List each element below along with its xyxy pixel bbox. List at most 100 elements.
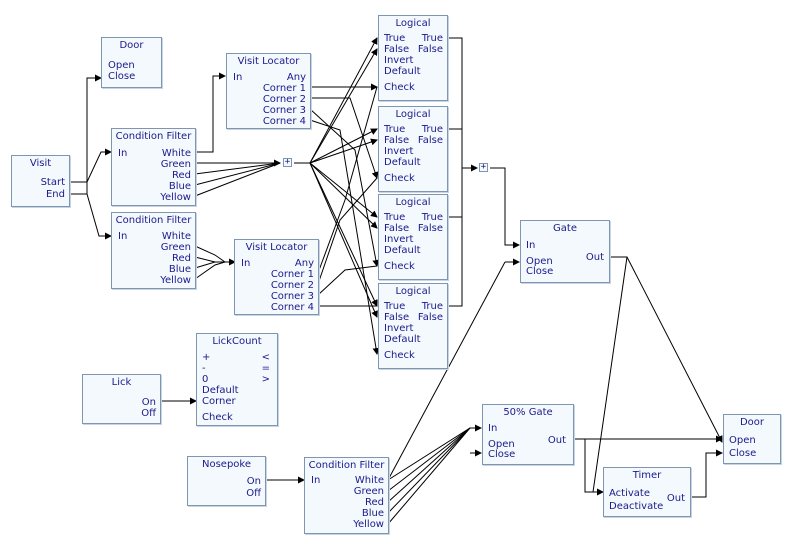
port-check[interactable]: Check (384, 82, 415, 93)
port-false-in[interactable]: False (384, 223, 410, 234)
port-yellow[interactable]: Yellow (353, 519, 384, 530)
port-equal[interactable]: = (261, 363, 270, 374)
port-check[interactable]: Check (384, 173, 415, 184)
port-invert[interactable]: Invert (384, 234, 414, 245)
port-out[interactable]: Out (585, 252, 604, 263)
port-on[interactable]: On (246, 476, 261, 487)
port-white[interactable]: White (161, 148, 191, 159)
logical-node-2[interactable]: Logical True False Invert Default Check … (378, 106, 448, 192)
port-check[interactable]: Check (384, 350, 415, 361)
port-invert[interactable]: Invert (384, 55, 414, 66)
port-minus[interactable]: - (202, 363, 206, 374)
port-in[interactable]: In (526, 240, 536, 251)
port-any[interactable]: Any (286, 72, 306, 83)
port-plus[interactable]: + (202, 352, 211, 363)
port-start[interactable]: Start (40, 177, 65, 188)
port-open[interactable]: Open (488, 439, 515, 450)
logical-node-4[interactable]: Logical True False Invert Default Check … (378, 283, 448, 369)
port-true-in[interactable]: True (384, 301, 406, 312)
port-false-in[interactable]: False (384, 44, 410, 55)
port-true-out[interactable]: True (421, 212, 443, 223)
logical-node-1[interactable]: Logical True False Invert Default Check … (378, 15, 448, 101)
port-in[interactable]: In (118, 231, 128, 242)
port-green[interactable]: Green (353, 486, 384, 497)
port-true-out[interactable]: True (421, 33, 443, 44)
timer-node[interactable]: Timer Activate Deactivate Out (603, 467, 691, 517)
port-red[interactable]: Red (172, 170, 191, 181)
port-corner-2[interactable]: Corner 2 (262, 94, 306, 105)
port-true-in[interactable]: True (384, 33, 406, 44)
port-false-in[interactable]: False (384, 135, 410, 146)
port-corner-4[interactable]: Corner 4 (270, 302, 314, 313)
port-open[interactable]: Open (526, 256, 553, 267)
port-corner[interactable]: Corner (202, 396, 236, 407)
port-corner-3[interactable]: Corner 3 (262, 105, 306, 116)
port-in[interactable]: In (233, 72, 243, 83)
port-yellow[interactable]: Yellow (160, 275, 191, 286)
port-green[interactable]: Green (160, 159, 191, 170)
logical-node-3[interactable]: Logical True False Invert Default Check … (378, 194, 448, 280)
port-greater-than[interactable]: > (261, 374, 270, 385)
port-true-in[interactable]: True (384, 212, 406, 223)
port-default[interactable]: Default (384, 66, 421, 77)
port-false-in[interactable]: False (384, 312, 410, 323)
nosepoke-node[interactable]: Nosepoke On Off (187, 456, 266, 506)
port-in[interactable]: In (241, 258, 251, 269)
port-white[interactable]: White (161, 231, 191, 242)
port-red[interactable]: Red (365, 497, 384, 508)
port-white[interactable]: White (354, 475, 384, 486)
port-off[interactable]: Off (141, 408, 156, 419)
port-default[interactable]: Default (384, 245, 421, 256)
port-end[interactable]: End (45, 189, 65, 200)
port-false-out[interactable]: False (417, 135, 443, 146)
port-any[interactable]: Any (294, 258, 314, 269)
door-node-top[interactable]: Door Open Close (101, 37, 162, 88)
port-blue[interactable]: Blue (168, 181, 191, 192)
port-false-out[interactable]: False (417, 312, 443, 323)
port-open[interactable]: Open (108, 60, 135, 71)
port-close[interactable]: Close (729, 448, 757, 459)
port-in[interactable]: In (488, 423, 498, 434)
port-check[interactable]: Check (384, 261, 415, 272)
port-corner-1[interactable]: Corner 1 (262, 83, 306, 94)
port-default[interactable]: Default (384, 157, 421, 168)
port-false-out[interactable]: False (417, 44, 443, 55)
port-default[interactable]: Default (384, 334, 421, 345)
port-out[interactable]: Out (666, 493, 685, 504)
port-out[interactable]: Out (547, 435, 566, 446)
port-on[interactable]: On (141, 397, 156, 408)
port-green[interactable]: Green (160, 242, 191, 253)
condition-filter-node-3[interactable]: Condition Filter In White Green Red Blue… (304, 457, 389, 534)
port-blue[interactable]: Blue (361, 508, 384, 519)
visit-locator-node-1[interactable]: Visit Locator In Any Corner 1 Corner 2 C… (226, 53, 311, 129)
port-corner-4[interactable]: Corner 4 (262, 116, 306, 127)
port-invert[interactable]: Invert (384, 146, 414, 157)
port-corner-3[interactable]: Corner 3 (270, 291, 314, 302)
port-corner-2[interactable]: Corner 2 (270, 280, 314, 291)
port-in[interactable]: In (118, 148, 128, 159)
port-in[interactable]: In (311, 475, 321, 486)
port-corner-1[interactable]: Corner 1 (270, 269, 314, 280)
port-off[interactable]: Off (246, 488, 261, 499)
port-true-in[interactable]: True (384, 124, 406, 135)
condition-filter-node-1[interactable]: Condition Filter In White Green Red Blue… (111, 128, 196, 206)
port-true-out[interactable]: True (421, 301, 443, 312)
port-blue[interactable]: Blue (168, 264, 191, 275)
port-open[interactable]: Open (729, 435, 756, 446)
port-deactivate[interactable]: Deactivate (609, 501, 664, 512)
port-default[interactable]: Default (202, 385, 239, 396)
port-yellow[interactable]: Yellow (160, 192, 191, 203)
port-close[interactable]: Close (488, 449, 516, 460)
port-check[interactable]: Check (202, 412, 233, 423)
visit-node[interactable]: Visit Start End (11, 155, 70, 207)
port-false-out[interactable]: False (417, 223, 443, 234)
port-true-out[interactable]: True (421, 124, 443, 135)
merge-junction-1[interactable]: + (283, 157, 292, 167)
port-red[interactable]: Red (172, 253, 191, 264)
port-zero[interactable]: 0 (202, 374, 209, 385)
fifty-percent-gate-node[interactable]: 50% Gate In Open Close Out (482, 404, 574, 465)
port-invert[interactable]: Invert (384, 323, 414, 334)
gate-node[interactable]: Gate In Open Close Out (520, 220, 610, 283)
port-close[interactable]: Close (526, 266, 554, 277)
visit-locator-node-2[interactable]: Visit Locator In Any Corner 1 Corner 2 C… (234, 239, 319, 315)
